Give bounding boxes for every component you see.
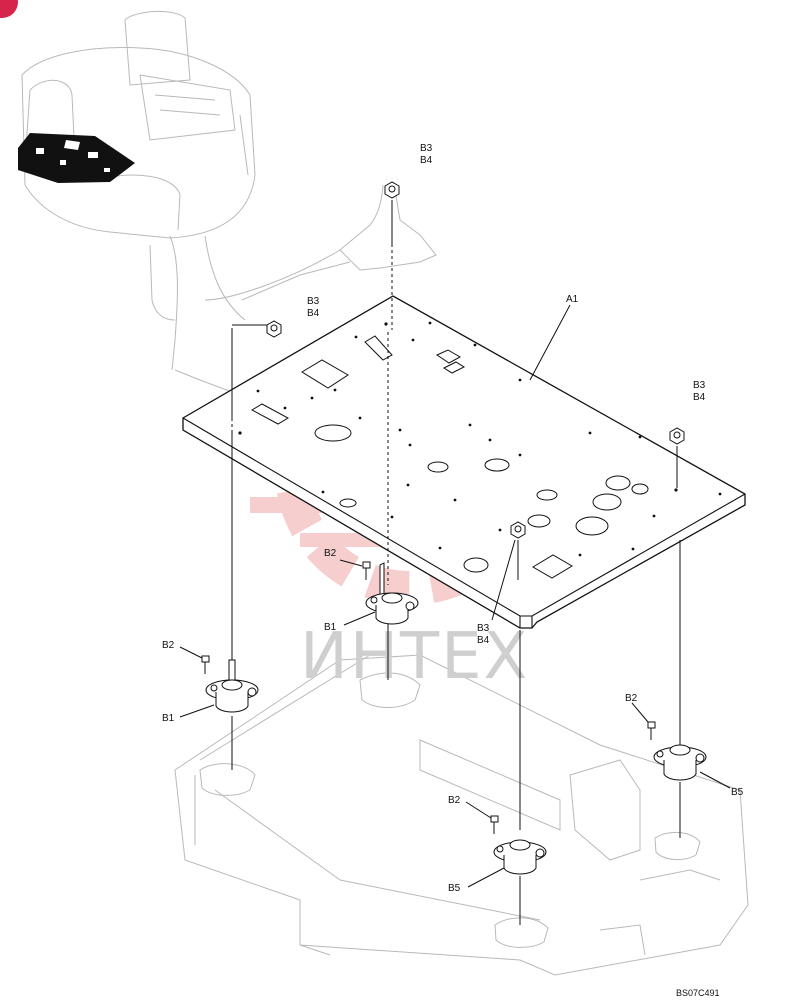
mount-b5-bottom — [493, 839, 547, 875]
assembly-lines — [231, 200, 681, 925]
nut-b3-left — [266, 320, 282, 338]
mount-b1-center — [365, 562, 419, 625]
callout-b2-left: B2 — [162, 640, 175, 651]
bolt-b2-left — [201, 655, 210, 674]
drawing-code: BS07C491 — [676, 988, 720, 998]
callout-b1-left: B1 — [162, 713, 175, 724]
excavator-overview — [18, 10, 256, 371]
mount-b5-right — [653, 744, 707, 781]
callout-b3-right: B3 — [693, 380, 706, 391]
bolt-b2-center — [362, 561, 371, 580]
callout-b4-right: B4 — [693, 392, 706, 403]
callout-b2-bottom: B2 — [448, 795, 461, 806]
callout-leaders — [179, 304, 731, 888]
badge-icon — [0, 0, 18, 18]
callout-b2-right: B2 — [625, 693, 638, 704]
callout-b3-center: B3 — [477, 623, 490, 634]
callout-b2-center: B2 — [324, 548, 337, 559]
callout-b5-bottom: B5 — [448, 883, 461, 894]
callout-b4-top: B4 — [420, 155, 433, 166]
callout-b4-left: B4 — [307, 308, 320, 319]
nut-b3-right — [669, 427, 685, 445]
callout-b3-top: B3 — [420, 143, 433, 154]
floor-plate — [182, 295, 746, 629]
callout-b5-right: B5 — [731, 787, 744, 798]
cab-structure-outline — [174, 184, 437, 396]
bolt-b2-bottom — [490, 815, 499, 834]
watermark-text: ИНТЕХ — [300, 620, 529, 694]
floor-highlight — [18, 133, 135, 183]
mount-b1-left — [205, 659, 259, 713]
nut-b3-center — [510, 521, 526, 539]
callout-b3-left: B3 — [307, 296, 320, 307]
callout-b4-center: B4 — [477, 635, 490, 646]
callout-b1-center: B1 — [324, 622, 337, 633]
bolt-b2-right — [647, 721, 656, 740]
frame-outline — [174, 654, 749, 976]
nut-b3-top — [384, 181, 400, 199]
callout-a1: A1 — [566, 294, 579, 305]
